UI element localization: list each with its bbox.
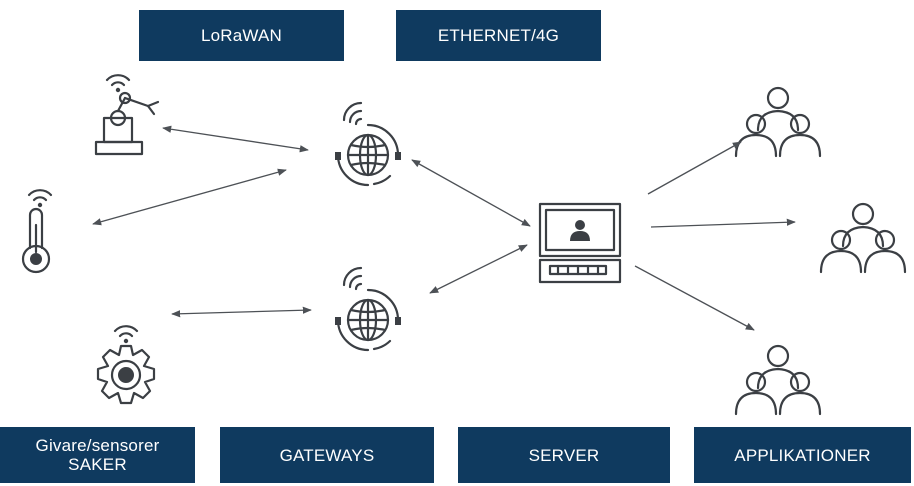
- gateways-label: GATEWAYS: [220, 427, 434, 483]
- server-label-text: SERVER: [528, 445, 600, 465]
- gateways-label-text: GATEWAYS: [279, 445, 375, 465]
- arrow-server-users-bottom: [634, 265, 755, 331]
- lorawan-label-text: LoRaWAN: [200, 26, 283, 45]
- arrow-thermometer-gateway: [92, 168, 287, 226]
- user-group-bottom-icon: [734, 344, 822, 416]
- server-label: SERVER: [458, 427, 670, 483]
- thermometer-icon: [21, 189, 53, 274]
- robot-arm-icon: [94, 74, 160, 156]
- arrow-robot-gateway: [162, 125, 309, 153]
- sensors-label: Givare/sensorer SAKER: [0, 427, 195, 483]
- ethernet-4g-label: ETHERNET/4G: [396, 10, 601, 61]
- user-group-middle-icon: [819, 202, 907, 274]
- ethernet-label-text: ETHERNET/4G: [437, 26, 560, 45]
- sensors-label-line1: Givare/sensorer: [35, 436, 160, 455]
- applications-label-text: APPLIKATIONER: [734, 445, 871, 465]
- arrow-gateway-server-top: [411, 159, 531, 227]
- gateway-bottom-icon: [333, 266, 403, 352]
- arrow-gateway-server-bottom: [429, 244, 528, 294]
- sensors-label-line2: SAKER: [68, 455, 127, 474]
- arrow-gear-gateway: [171, 306, 312, 318]
- gateway-top-icon: [333, 101, 403, 187]
- applications-label: APPLIKATIONER: [694, 427, 911, 483]
- arrow-server-users-top: [647, 141, 742, 195]
- lorawan-label: LoRaWAN: [139, 10, 344, 61]
- user-group-top-icon: [734, 86, 822, 158]
- gear-icon: [96, 325, 156, 405]
- computer-terminal-icon: [538, 202, 622, 284]
- arrow-server-users-middle: [650, 218, 796, 228]
